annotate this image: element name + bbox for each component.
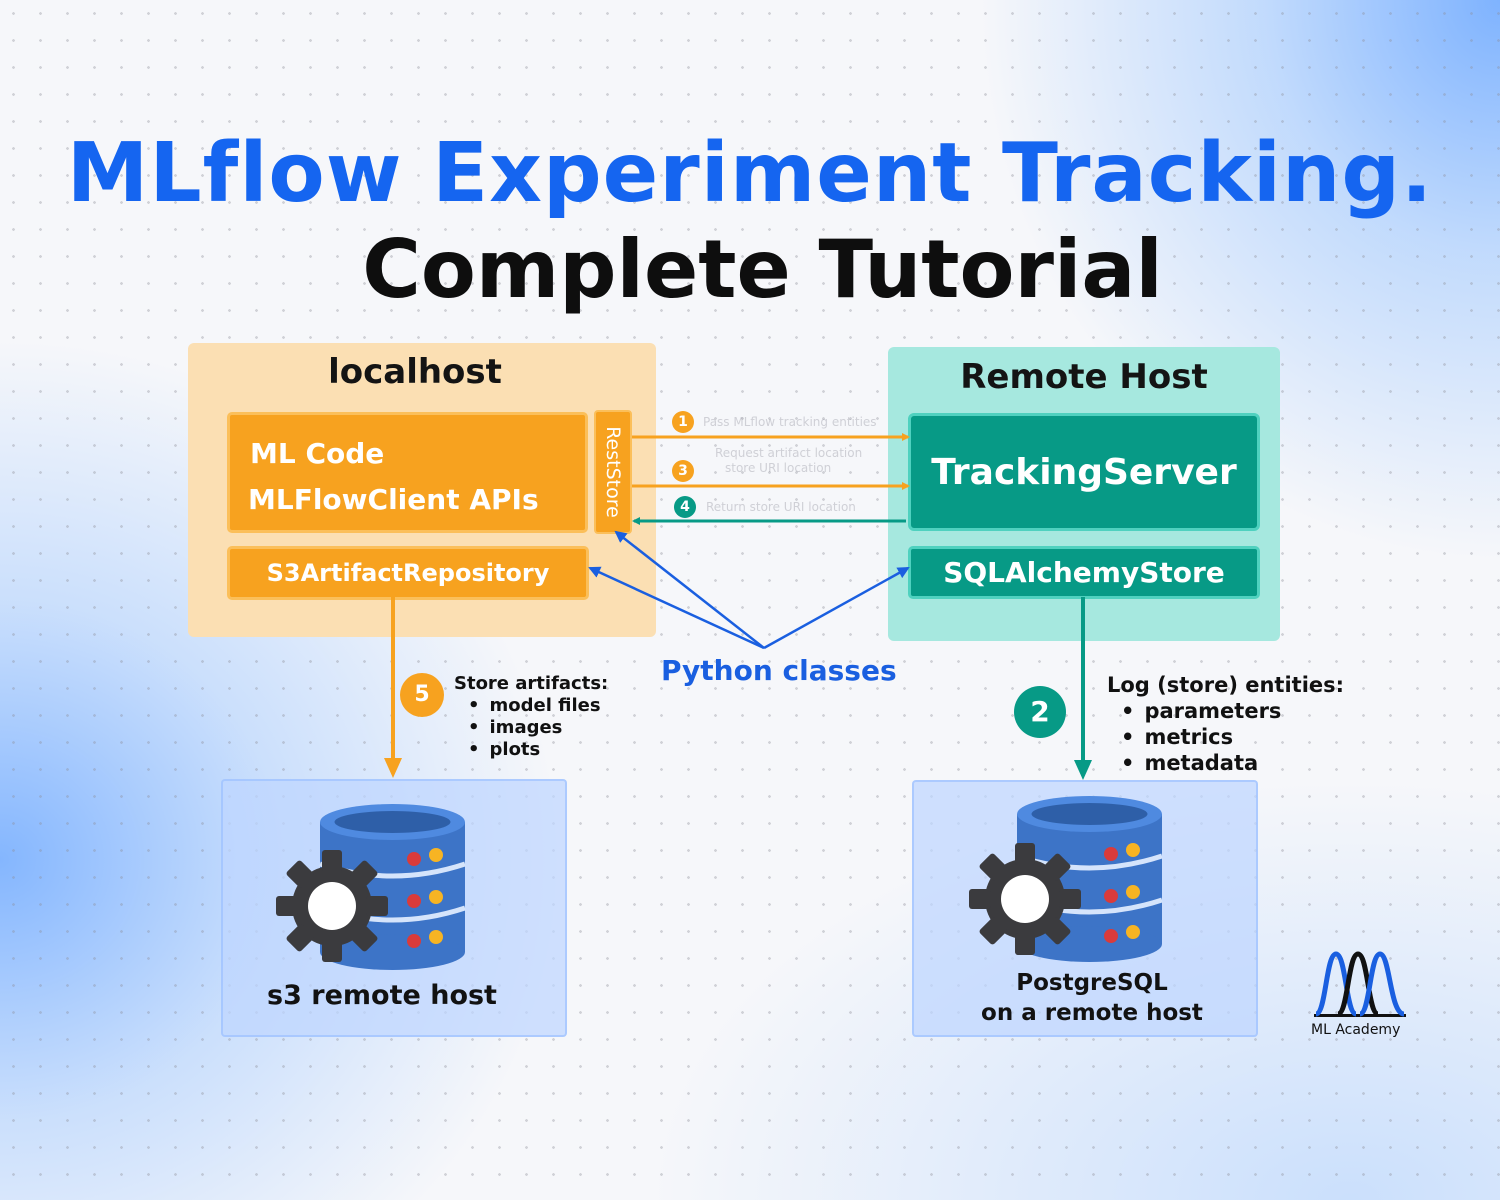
step-4-note: Return store URI location — [706, 500, 856, 514]
artifacts-item: model files — [468, 695, 608, 717]
s3-artifact-repository-label: S3ArtifactRepository — [266, 559, 550, 587]
sub-title: Complete Tutorial — [362, 223, 1163, 316]
remote-host-title: Remote Host — [960, 357, 1208, 397]
step-5-badge: 5 — [400, 673, 444, 717]
entities-item: parameters — [1121, 698, 1344, 724]
arrow-python-to-sqlstore — [763, 566, 910, 650]
localhost-title: localhost — [328, 352, 502, 392]
entities-note-heading: Log (store) entities: — [1107, 673, 1345, 697]
step-1-badge: 1 — [672, 411, 694, 433]
postgresql-label: PostgreSQL on a remote host — [912, 968, 1272, 1028]
tracking-server-box: TrackingServer — [908, 413, 1260, 531]
step-3-note: Request artifact location — [715, 446, 863, 460]
artifacts-note-heading: Store artifacts: — [454, 673, 609, 694]
ml-academy-logo-text: ML Academy — [1311, 1022, 1401, 1038]
sqlalchemy-store-label: SQLAlchemyStore — [943, 556, 1225, 589]
postgresql-label-line2: on a remote host — [981, 1000, 1203, 1026]
step-1-note: Pass MLflow tracking entities — [703, 415, 877, 429]
step-2-badge: 2 — [1014, 686, 1066, 738]
artifacts-note: Store artifacts: model files images plot… — [454, 673, 608, 761]
step-3-note-2: store URI location — [725, 461, 832, 475]
arrow-python-to-reststore — [614, 530, 765, 649]
reststore-box: RestStore — [594, 410, 632, 534]
entities-item: metrics — [1121, 724, 1344, 750]
s3-artifact-repository-box: S3ArtifactRepository — [227, 546, 589, 600]
ml-code-box: ML Code MLFlowClient APIs — [227, 412, 588, 533]
ml-academy-logo-icon — [1314, 951, 1406, 1017]
postgresql-label-line1: PostgreSQL — [1016, 970, 1168, 996]
step-3-badge: 3 — [672, 460, 694, 482]
artifacts-item: plots — [468, 739, 608, 761]
entities-note: Log (store) entities: parameters metrics… — [1107, 672, 1344, 776]
entities-item: metadata — [1121, 750, 1344, 776]
s3-remote-host-label: s3 remote host — [267, 980, 497, 1011]
tracking-server-label: TrackingServer — [931, 451, 1237, 493]
s3-database-icon — [276, 804, 466, 970]
ml-code-label: ML Code — [250, 437, 385, 470]
python-classes-label: Python classes — [661, 654, 897, 687]
step-4-badge: 4 — [674, 496, 696, 518]
artifacts-item: images — [468, 717, 608, 739]
arrow-python-to-s3repo — [588, 566, 765, 650]
postgresql-database-icon — [969, 796, 1163, 962]
main-title: MLflow Experiment Tracking. — [66, 126, 1434, 221]
client-apis-label: MLFlowClient APIs — [248, 483, 539, 516]
